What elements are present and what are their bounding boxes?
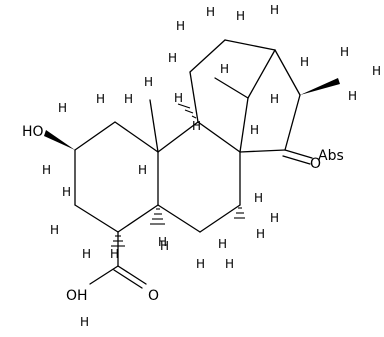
hydrogen-label: H — [168, 51, 177, 65]
hydrogen-label: H — [144, 75, 153, 89]
carboxyl-oh-label: OH — [66, 288, 88, 304]
hydrogen-labels: H H H H H H H H H H H H H H H H H H H H … — [42, 3, 381, 329]
ring-b-bonds — [157, 121, 241, 233]
hydrogen-label: H — [270, 3, 279, 17]
hydrogen-label: H — [62, 185, 71, 199]
hashed-bond-c5 — [150, 208, 165, 225]
hashed-bond-c8 — [234, 207, 245, 219]
hydrogen-label: H — [158, 235, 167, 249]
hydrogen-label: H — [254, 191, 263, 205]
hydrogen-label: H — [340, 45, 349, 59]
hydrogen-label: H — [50, 223, 59, 237]
abs-flag-label: Abs — [318, 148, 344, 164]
hydrogen-label: H — [82, 247, 91, 261]
hydrogen-label: H — [96, 92, 105, 106]
ketone-group — [282, 149, 313, 165]
hydrogen-label: H — [176, 19, 185, 33]
hydrogen-label: H — [250, 123, 259, 137]
ring-a-bonds — [74, 121, 159, 233]
hydrogen-label: H — [218, 237, 227, 251]
hydrogen-label: H — [160, 239, 169, 253]
hydrogen-label: H — [372, 64, 381, 78]
methyl-wedge — [300, 78, 340, 95]
ketone-o-label: O — [310, 156, 321, 172]
hydrogen-label: H — [270, 211, 279, 225]
carboxyl-group — [89, 231, 147, 289]
hydrogen-label: H — [110, 247, 119, 261]
hydrogen-label: H — [124, 92, 133, 106]
hydrogen-label: H — [206, 5, 215, 19]
hydrogen-label: H — [138, 163, 147, 177]
carboxyl-o-label: O — [148, 288, 159, 304]
hashed-bond-c9 — [177, 103, 197, 119]
hydrogen-label: H — [220, 62, 229, 76]
hydrogen-label: H — [58, 101, 67, 115]
hydrogen-label: H — [225, 257, 234, 271]
hydrogen-label: H — [192, 119, 201, 133]
hydrogen-label: H — [42, 163, 51, 177]
hydrogen-label: H — [236, 9, 245, 23]
hydrogen-label: H — [300, 55, 309, 69]
hashed-bond-c4 — [111, 235, 125, 247]
bridge-bonds — [189, 39, 301, 153]
hydrogen-label: H — [256, 227, 265, 241]
angular-methyl-bond — [149, 99, 159, 153]
hydrogen-label: H — [174, 91, 183, 105]
hydroxyl-wedge — [44, 130, 75, 150]
hydroxyl-label: HO — [22, 124, 44, 140]
hydrogen-label: H — [348, 89, 357, 103]
hydrogen-label: H — [80, 315, 89, 329]
hydrogen-label: H — [196, 257, 205, 271]
hydrogen-label: H — [270, 92, 279, 106]
